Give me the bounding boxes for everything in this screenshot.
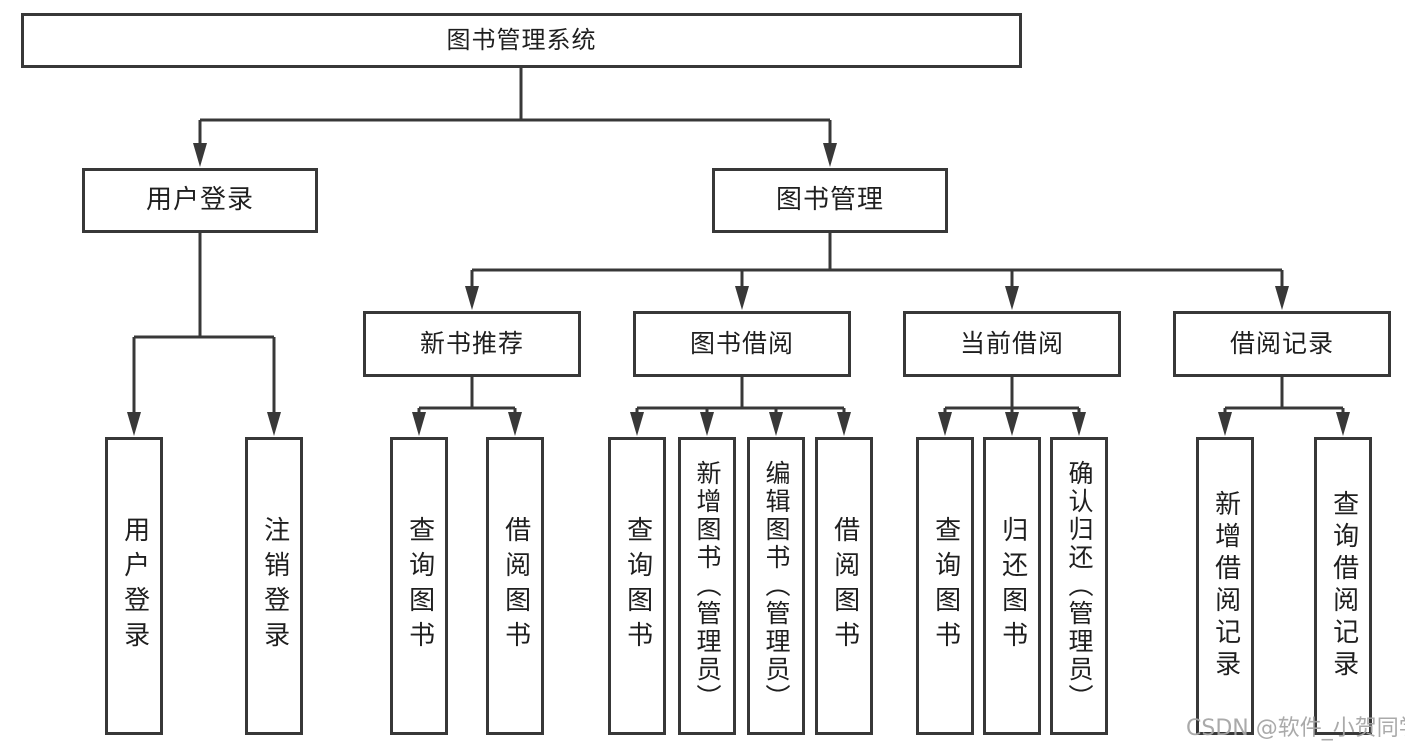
leaf-return-book: 归还图书 [983, 437, 1041, 735]
leaf-logout: 注销登录 [245, 437, 303, 735]
leaf-add-borrow-record: 新增借阅记录 [1196, 437, 1254, 735]
connector-borrow-records [1223, 377, 1345, 418]
node-book-borrow: 图书借阅 [633, 311, 851, 377]
leaf-borrow-books: 借阅图书 [815, 437, 873, 735]
connector-user-login [132, 233, 276, 418]
connector-book-management [470, 233, 1284, 292]
leaf-query-borrow-record: 查询借阅记录 [1314, 437, 1372, 735]
leaf-user-login: 用户登录 [105, 437, 163, 735]
connector-book-borrow [635, 377, 846, 418]
leaf-confirm-return-admin: 确认归还（管理员） [1050, 437, 1108, 735]
node-current-borrow: 当前借阅 [903, 311, 1121, 377]
leaf-edit-book-admin: 编辑图书（管理员） [747, 437, 805, 735]
connector-root [198, 68, 832, 150]
connector-new-book-recommend [417, 377, 517, 418]
node-borrow-records: 借阅记录 [1173, 311, 1391, 377]
leaf-query-books-current: 查询图书 [916, 437, 974, 735]
node-book-management: 图书管理 [712, 168, 948, 233]
leaf-query-books-recommend: 查询图书 [390, 437, 448, 735]
node-new-book-recommend: 新书推荐 [363, 311, 581, 377]
leaf-add-book-admin: 新增图书（管理员） [678, 437, 736, 735]
leaf-query-books-borrow: 查询图书 [608, 437, 666, 735]
node-user-login: 用户登录 [82, 168, 318, 233]
watermark-text: CSDN @软件_小贺同学 [1186, 716, 1405, 741]
arrowheads [127, 143, 1350, 436]
connector-current-borrow [943, 377, 1081, 418]
node-library-management-system: 图书管理系统 [21, 13, 1022, 68]
leaf-borrow-books-recommend: 借阅图书 [486, 437, 544, 735]
